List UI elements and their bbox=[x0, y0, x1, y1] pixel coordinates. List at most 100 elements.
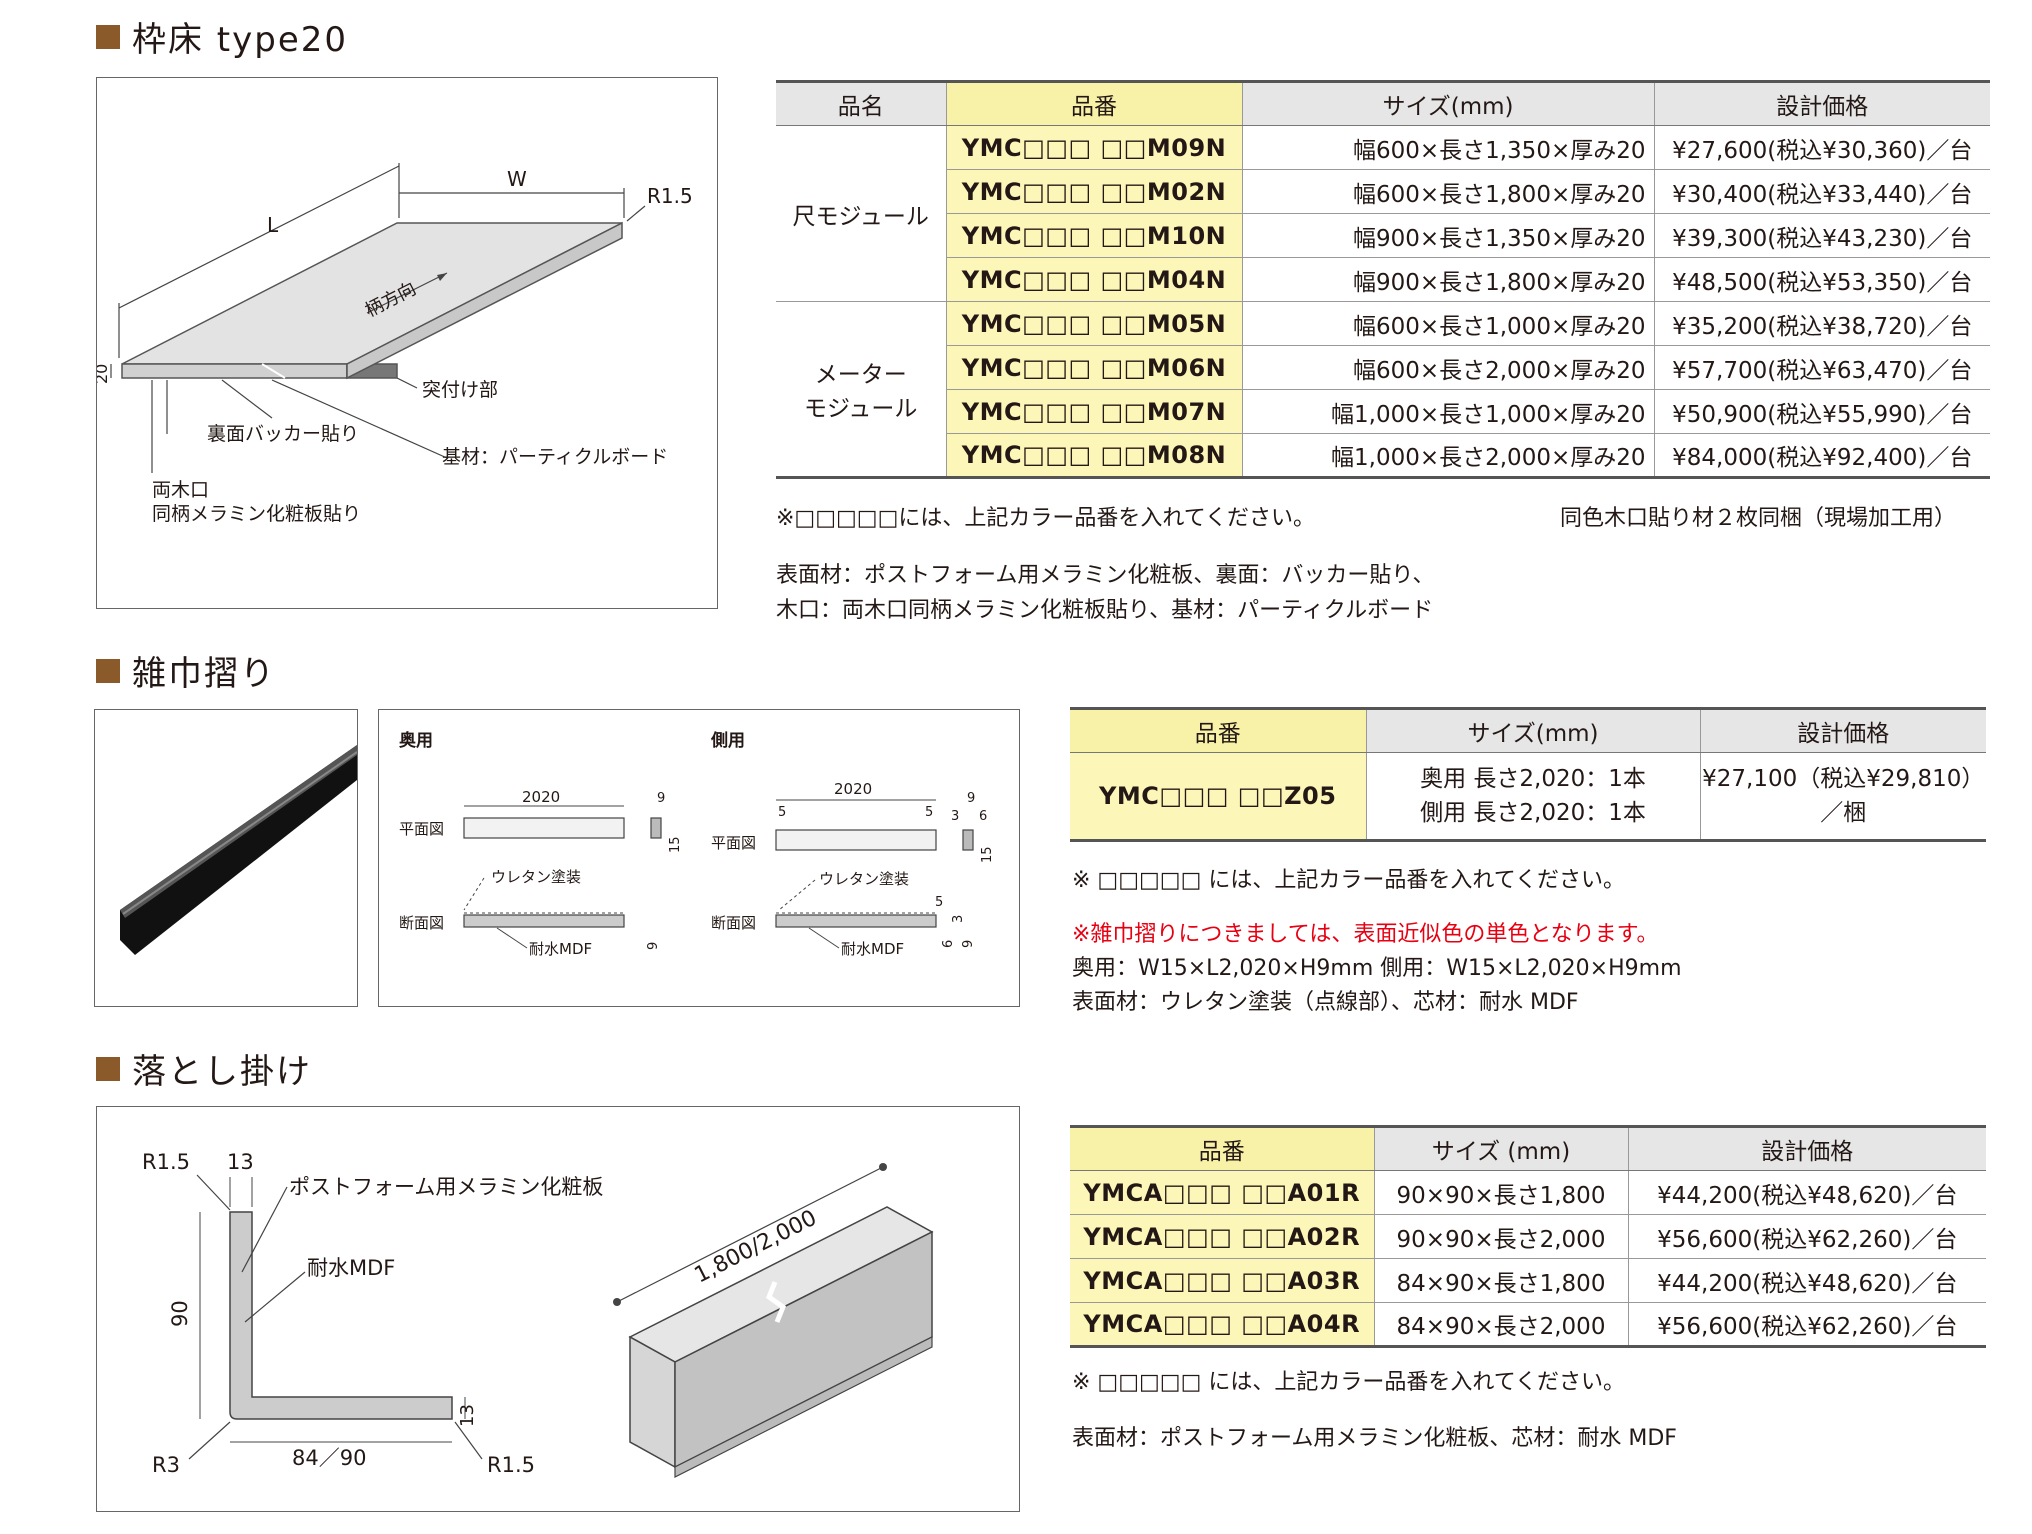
section-title-text: 枠床 type20 bbox=[132, 20, 349, 60]
edge-label-2: 同柄メラミン化粧板貼り bbox=[152, 503, 361, 525]
product-code: YMC□□□ □□M09N bbox=[946, 125, 1243, 170]
wakuyuka-diagram: L W R1.5 柄方向 20 突付け部 裏面バッカー貼り 基材：パーティクルボ… bbox=[92, 77, 718, 609]
dim-R: R1.5 bbox=[647, 184, 693, 208]
col-header-size: サイズ(mm) bbox=[1366, 707, 1701, 753]
wakuyuka-drawing: L W R1.5 柄方向 20 突付け部 裏面バッカー貼り 基材：パーティクルボ… bbox=[92, 163, 693, 525]
zoukinzuri-photo-drawing bbox=[120, 745, 357, 955]
zoukinzuri-note-3: 表面材：ウレタン塗装（点線部）、芯材：耐水 MDF bbox=[1072, 990, 1579, 1015]
dim-6-b: 6 bbox=[941, 940, 956, 948]
product-size: 90×90×長さ2,000 bbox=[1374, 1214, 1629, 1259]
table-row: YMC□□□ □□Z05 奥用 長さ2,020：1本 側用 長さ2,020：1本… bbox=[1070, 752, 1986, 841]
dim-3-a: 3 bbox=[951, 809, 959, 824]
edge-label-1: 両木口 bbox=[152, 479, 209, 501]
group-meter-line2: モジュール bbox=[804, 396, 918, 422]
col-header-size: サイズ(mm) bbox=[1242, 80, 1655, 126]
dim-r3: R3 bbox=[152, 1453, 180, 1477]
col-header-size: サイズ (mm) bbox=[1374, 1125, 1629, 1171]
brown-square-icon bbox=[96, 24, 120, 49]
otoshigake-note-1: ※ □□□□□ には、上記カラー品番を入れてください。 bbox=[1072, 1370, 1626, 1395]
wakuyuka-note-3: 木口：両木口同柄メラミン化粧板貼り、基材：パーティクルボード bbox=[776, 598, 1434, 623]
base-label: 基材：パーティクルボード bbox=[442, 446, 668, 468]
product-size: 幅600×長さ1,800×厚み20 bbox=[1242, 169, 1655, 214]
brown-square-icon bbox=[96, 658, 120, 683]
product-price: ¥30,400(税込¥33,440)／台 bbox=[1654, 169, 1990, 214]
wakuyuka-table: 品名 品番 サイズ(mm) 設計価格 尺モジュール YMC□□□ □□M09N … bbox=[776, 80, 1990, 479]
dim-2020-a: 2020 bbox=[522, 788, 560, 806]
group-meter-line1: メーター bbox=[814, 362, 907, 388]
dim-9-a: 9 bbox=[657, 791, 665, 806]
table-row: YMCA□□□ □□A03R 84×90×長さ1,800 ¥44,200(税込¥… bbox=[1070, 1258, 1986, 1303]
product-size: 84×90×長さ2,000 bbox=[1374, 1302, 1629, 1347]
product-size: 90×90×長さ1,800 bbox=[1374, 1170, 1629, 1215]
dim-13-b: 13 bbox=[457, 1404, 478, 1427]
dim-15-a: 15 bbox=[668, 836, 683, 853]
melamine-label: ポストフォーム用メラミン化粧板 bbox=[289, 1175, 603, 1199]
dim-thickness: 20 bbox=[97, 364, 111, 384]
section-title-wakuyuka: 枠床 type20 bbox=[96, 12, 348, 61]
product-price: ¥44,200(税込¥48,620)／台 bbox=[1628, 1170, 1986, 1215]
product-price: ¥35,200(税込¥38,720)／台 bbox=[1654, 301, 1990, 346]
brown-square-icon bbox=[96, 1056, 120, 1081]
plan-label-2: 平面図 bbox=[711, 834, 756, 852]
side-use-label: 側用 bbox=[710, 730, 745, 751]
col-header-code: 品番 bbox=[946, 80, 1243, 126]
col-header-price: 設計価格 bbox=[1628, 1125, 1986, 1171]
size-line-2: 側用 長さ2,020：1本 bbox=[1420, 800, 1646, 826]
product-code: YMCA□□□ □□A02R bbox=[1070, 1214, 1375, 1259]
section-title-text: 雑巾摺り bbox=[132, 654, 276, 694]
product-size: 奥用 長さ2,020：1本 側用 長さ2,020：1本 bbox=[1366, 752, 1701, 841]
col-header-code: 品番 bbox=[1070, 1125, 1375, 1171]
otoshigake-table: 品番 サイズ (mm) 設計価格 YMCA□□□ □□A01R 90×90×長さ… bbox=[1070, 1125, 1986, 1348]
urethane-label-2: ウレタン塗装 bbox=[819, 870, 909, 888]
group-shaku: 尺モジュール bbox=[776, 125, 947, 302]
otoshigake-diagram: R1.5 13 ポストフォーム用メラミン化粧板 耐水MDF 90 13 R3 8… bbox=[96, 1106, 1020, 1512]
product-size: 幅600×長さ1,000×厚み20 bbox=[1242, 301, 1655, 346]
col-header-price: 設計価格 bbox=[1700, 707, 1986, 753]
col-header-price: 設計価格 bbox=[1654, 80, 1990, 126]
dim-6-a: 6 bbox=[979, 809, 987, 824]
table-row: YMC□□□ □□M06N 幅600×長さ2,000×厚み20 ¥57,700(… bbox=[776, 345, 1990, 390]
product-code: YMC□□□ □□M05N bbox=[946, 301, 1243, 346]
product-price: ¥57,700(税込¥63,470)／台 bbox=[1654, 345, 1990, 390]
table-row: YMCA□□□ □□A02R 90×90×長さ2,000 ¥56,600(税込¥… bbox=[1070, 1214, 1986, 1259]
product-code: YMC□□□ □□M10N bbox=[946, 213, 1243, 258]
product-size: 幅600×長さ2,000×厚み20 bbox=[1242, 345, 1655, 390]
table-row: YMC□□□ □□M10N 幅900×長さ1,350×厚み20 ¥39,300(… bbox=[776, 213, 1990, 258]
table-row: YMC□□□ □□M04N 幅900×長さ1,800×厚み20 ¥48,500(… bbox=[776, 257, 1990, 302]
product-price: ¥56,600(税込¥62,260)／台 bbox=[1628, 1302, 1986, 1347]
table-row: YMC□□□ □□M08N 幅1,000×長さ2,000×厚み20 ¥84,00… bbox=[776, 433, 1990, 478]
product-code: YMC□□□ □□M02N bbox=[946, 169, 1243, 214]
section-title-zoukinzuri: 雑巾摺り bbox=[96, 646, 276, 695]
table-row: 尺モジュール YMC□□□ □□M09N 幅600×長さ1,350×厚み20 ¥… bbox=[776, 125, 1990, 302]
product-size: 幅900×長さ1,350×厚み20 bbox=[1242, 213, 1655, 258]
product-price: ¥50,900(税込¥55,990)／台 bbox=[1654, 389, 1990, 434]
product-size: 幅900×長さ1,800×厚み20 bbox=[1242, 257, 1655, 302]
dim-9-c: 9 bbox=[967, 791, 975, 806]
product-size: 幅1,000×長さ2,000×厚み20 bbox=[1242, 433, 1655, 478]
product-code: YMC□□□ □□M08N bbox=[946, 433, 1243, 478]
urethane-label-1: ウレタン塗装 bbox=[491, 868, 581, 886]
table-row: YMCA□□□ □□A01R 90×90×長さ1,800 ¥44,200(税込¥… bbox=[1070, 1170, 1986, 1215]
dim-2020-b: 2020 bbox=[834, 780, 872, 798]
price-line-1: ¥27,100（税込¥29,810） bbox=[1702, 766, 1985, 792]
zoukinzuri-note-2: 奥用：W15×L2,020×H9mm 側用：W15×L2,020×H9mm bbox=[1072, 956, 1682, 981]
group-meter: メーター モジュール bbox=[776, 301, 947, 479]
size-line-1: 奥用 長さ2,020：1本 bbox=[1420, 766, 1646, 792]
backer-label: 裏面バッカー貼り bbox=[207, 423, 359, 445]
dim-W: W bbox=[507, 167, 527, 191]
mdf-label: 耐水MDF bbox=[307, 1256, 395, 1280]
product-code: YMC□□□ □□M04N bbox=[946, 257, 1243, 302]
product-price: ¥84,000(税込¥92,400)／台 bbox=[1654, 433, 1990, 478]
butt-label: 突付け部 bbox=[422, 379, 498, 401]
product-code: YMC□□□ □□M07N bbox=[946, 389, 1243, 434]
wakuyuka-note-1: ※□□□□□には、上記カラー品番を入れてください。 bbox=[776, 506, 1316, 531]
dim-90: 90 bbox=[168, 1300, 192, 1327]
dim-9-d: 9 bbox=[961, 940, 976, 948]
dim-r15-b: R1.5 bbox=[487, 1453, 535, 1477]
product-price: ¥27,600(税込¥30,360)／台 bbox=[1654, 125, 1990, 170]
dim-r15-a: R1.5 bbox=[142, 1150, 190, 1174]
dim-9-b: 9 bbox=[646, 942, 661, 950]
otoshigake-note-2: 表面材：ポストフォーム用メラミン化粧板、芯材：耐水 MDF bbox=[1072, 1426, 1677, 1451]
dim-width: 84／90 bbox=[292, 1446, 366, 1470]
product-code: YMCA□□□ □□A01R bbox=[1070, 1170, 1375, 1215]
